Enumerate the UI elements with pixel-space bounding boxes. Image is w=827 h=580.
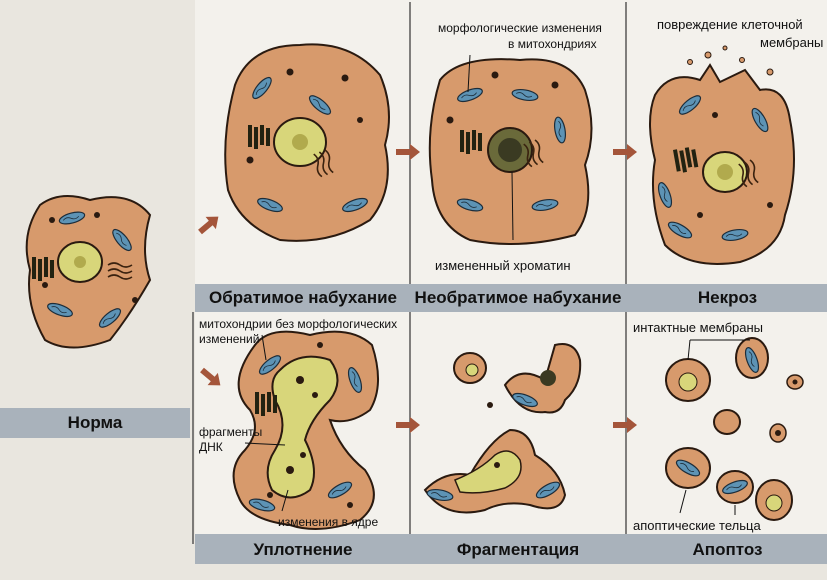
annotation-membrane-damage-1: повреждение клеточной bbox=[657, 18, 803, 31]
reversible-swelling-cell bbox=[225, 44, 389, 240]
label-condensation: Уплотнение bbox=[198, 540, 408, 560]
label-norm: Норма bbox=[0, 413, 190, 433]
annotation-mito-morph-changes-1: морфологические изменения bbox=[438, 22, 602, 35]
annotation-changed-chromatin: измененный хроматин bbox=[435, 259, 571, 272]
label-apoptosis: Апоптоз bbox=[630, 540, 825, 560]
label-irreversible-swelling: Необратимое набухание bbox=[410, 288, 626, 308]
irreversible-swelling-cell bbox=[430, 55, 592, 244]
label-necrosis: Некроз bbox=[630, 288, 825, 308]
annotation-mito-morph-changes-2: в митохондриях bbox=[508, 38, 597, 51]
annotation-membrane-damage-2: мембраны bbox=[760, 36, 823, 49]
annotation-nucleus-changes: изменения в ядре bbox=[278, 516, 378, 529]
annotation-mito-no-changes-1: митохондрии без морфологических bbox=[199, 318, 397, 331]
label-reversible-swelling: Обратимое набухание bbox=[198, 288, 408, 308]
label-fragmentation: Фрагментация bbox=[410, 540, 626, 560]
annotation-apoptotic-bodies: апоптические тельца bbox=[633, 519, 761, 532]
annotation-intact-membranes: интактные мембраны bbox=[633, 321, 763, 334]
annotation-mito-no-changes-2: изменений bbox=[199, 333, 259, 346]
annotation-dna-fragments-2: ДНК bbox=[199, 441, 223, 454]
annotation-dna-fragments-1: фрагменты bbox=[199, 426, 262, 439]
